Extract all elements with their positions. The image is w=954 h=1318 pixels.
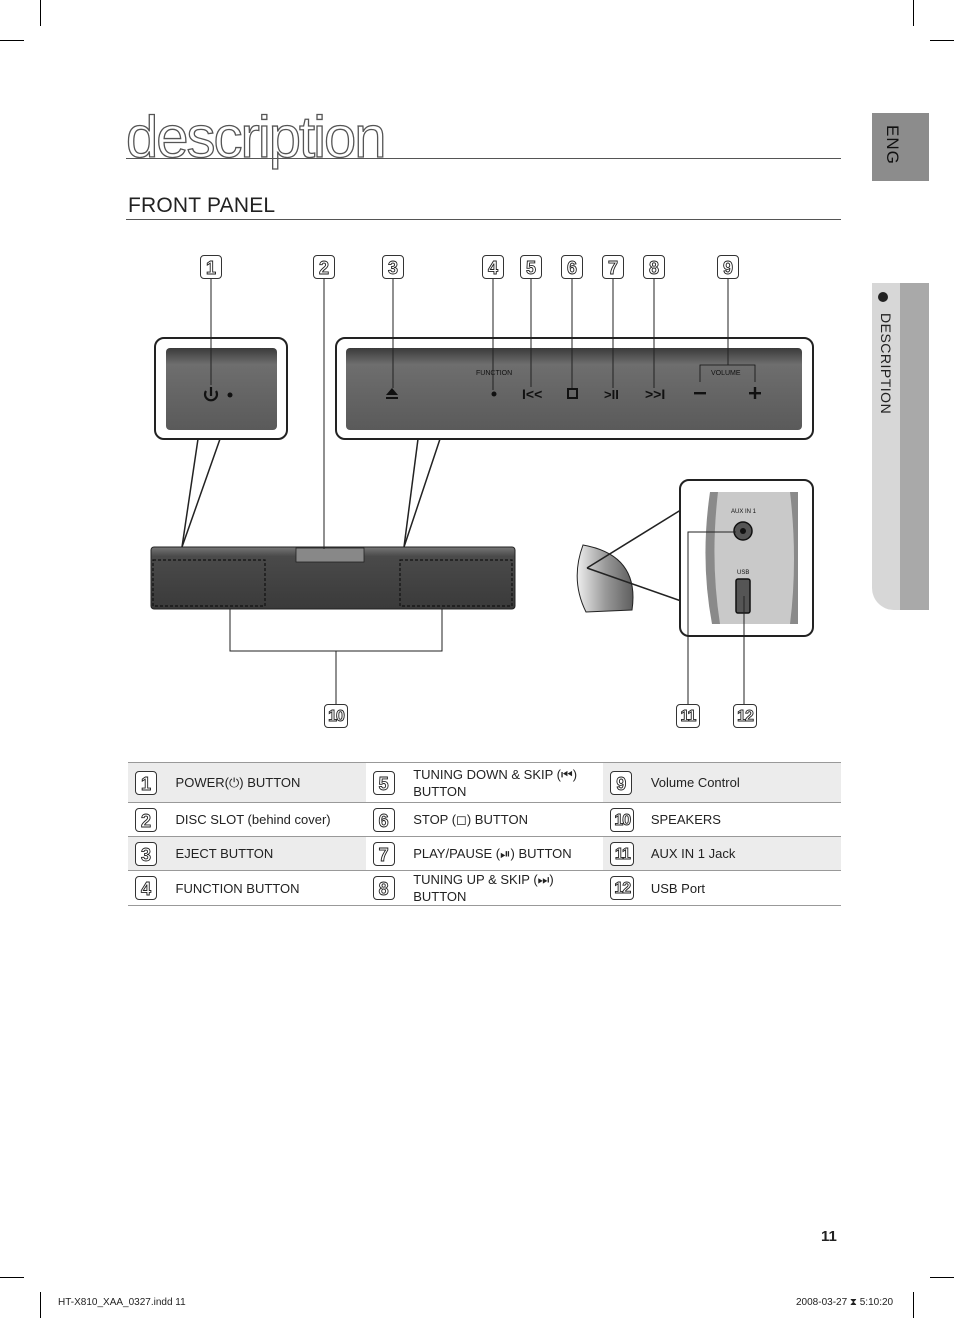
control-panel-closeup: FUNCTION VOLUME I<< >II >>I <box>335 337 814 440</box>
power-panel-closeup <box>154 337 288 440</box>
legend-number: 12 <box>610 876 635 900</box>
legend-text: PLAY/PAUSE (⏯) BUTTON <box>413 836 604 871</box>
callout-5: 5 <box>520 255 542 279</box>
page-number: 11 <box>821 1228 837 1245</box>
parts-legend-table: 1 POWER(⏻) BUTTON 5 TUNING DOWN & SKIP (… <box>128 762 841 906</box>
callout-1: 1 <box>200 255 222 279</box>
legend-text: FUNCTION BUTTON <box>175 880 300 896</box>
callout-6: 6 <box>561 255 583 279</box>
function-label: FUNCTION <box>476 370 512 377</box>
footer-timestamp: 2008-03-27 ⧗ 5:10:20 <box>796 1297 894 1308</box>
title-rule <box>126 158 841 159</box>
section-tab: DESCRIPTION <box>872 283 929 610</box>
legend-text: DISC SLOT (behind cover) <box>175 812 331 827</box>
legend-text: POWER(⏻) BUTTON <box>175 775 301 790</box>
section-tab-stripe <box>900 283 929 610</box>
callout-10: 10 <box>324 704 348 728</box>
crop-mark <box>40 1292 41 1318</box>
legend-number: 5 <box>372 770 395 795</box>
svg-text:AUX IN 1: AUX IN 1 <box>731 509 757 515</box>
language-tab-label: ENG <box>883 125 902 165</box>
front-panel-diagram: FUNCTION VOLUME I<< >II >>I AUX IN 1 <box>150 279 814 704</box>
language-tab: ENG <box>872 113 929 181</box>
table-row: 3 EJECT BUTTON 7 PLAY/PAUSE (⏯) BUTTON 1… <box>128 836 841 871</box>
side-view <box>576 507 685 613</box>
side-panel-closeup: AUX IN 1 USB <box>679 479 814 637</box>
svg-text:USB: USB <box>737 570 749 576</box>
callout-11: 11 <box>676 704 700 728</box>
main-unit <box>150 546 516 610</box>
bullet-icon <box>878 292 888 302</box>
volume-plus-icon <box>749 387 761 399</box>
usb-port-icon <box>735 578 751 614</box>
play-pause-icon: >II <box>604 387 619 402</box>
legend-text: TUNING DOWN & SKIP (⏮) BUTTON <box>413 762 604 803</box>
callout-9: 9 <box>717 255 739 279</box>
power-icon <box>203 387 219 402</box>
legend-text: Volume Control <box>650 775 740 790</box>
crop-mark <box>913 0 914 26</box>
legend-number: 4 <box>135 876 157 900</box>
section-tab-label: DESCRIPTION <box>878 313 894 415</box>
legend-text: SPEAKERS <box>650 812 721 827</box>
legend-number: 6 <box>372 807 395 832</box>
legend-text: USB Port <box>650 880 706 896</box>
crop-mark <box>0 1277 24 1278</box>
legend-text: STOP (◻) BUTTON <box>413 812 528 827</box>
volume-label: VOLUME <box>711 370 741 377</box>
eject-icon <box>386 388 398 399</box>
crop-mark <box>930 40 954 41</box>
callout-8: 8 <box>643 255 665 279</box>
legend-number: 8 <box>372 876 395 900</box>
crop-mark <box>913 1292 914 1318</box>
section-rule <box>126 219 841 220</box>
legend-number: 9 <box>610 770 633 795</box>
volume-minus-icon <box>694 392 706 395</box>
callout-7: 7 <box>602 255 624 279</box>
callout-4: 4 <box>482 255 504 279</box>
callout-12: 12 <box>733 704 757 728</box>
table-row: 2 DISC SLOT (behind cover) 6 STOP (◻) BU… <box>128 802 841 837</box>
legend-number: 1 <box>135 770 157 795</box>
legend-number: 11 <box>610 841 635 866</box>
legend-text: AUX IN 1 Jack <box>650 846 736 861</box>
legend-number: 2 <box>135 807 157 832</box>
footer-file-info: HT-X810_XAA_0327.indd 11 <box>58 1297 186 1308</box>
function-dot-icon <box>491 391 497 397</box>
table-row: 4 FUNCTION BUTTON 8 TUNING UP & SKIP (⏭)… <box>128 870 841 906</box>
stop-icon <box>567 388 578 399</box>
legend-number: 3 <box>135 841 157 866</box>
crop-mark <box>0 40 24 41</box>
page-title: description <box>125 105 387 170</box>
crop-mark <box>930 1277 954 1278</box>
crop-mark <box>40 0 41 26</box>
legend-text: EJECT BUTTON <box>175 846 274 861</box>
skip-back-icon: I<< <box>522 386 542 402</box>
legend-number: 10 <box>610 807 635 832</box>
legend-text: TUNING UP & SKIP (⏭) BUTTON <box>413 872 554 904</box>
callout-2: 2 <box>313 255 335 279</box>
table-row: 1 POWER(⏻) BUTTON 5 TUNING DOWN & SKIP (… <box>128 762 841 803</box>
legend-number: 7 <box>372 841 395 866</box>
section-title: FRONT PANEL <box>128 194 276 217</box>
skip-forward-icon: >>I <box>645 386 665 402</box>
callout-3: 3 <box>382 255 404 279</box>
